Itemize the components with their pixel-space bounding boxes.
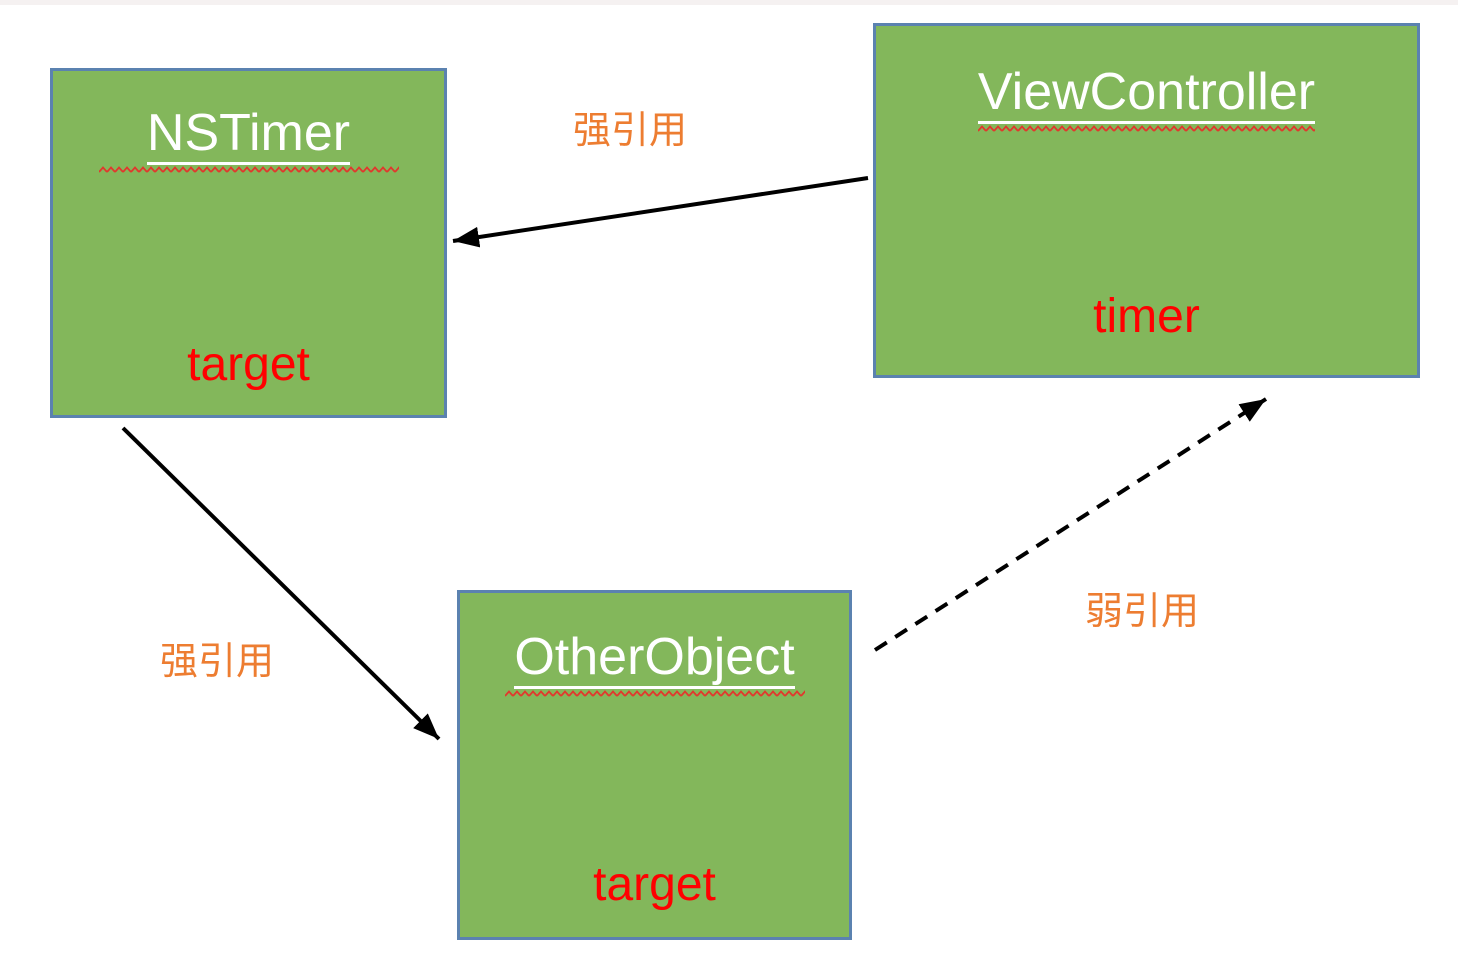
edge-strong-viewcontroller-to-nstimer <box>452 176 869 248</box>
node-nstimer-title-wrap: NSTimer <box>98 107 399 173</box>
spellcheck-squiggle <box>504 690 805 697</box>
node-nstimer-property: target <box>187 338 310 391</box>
edge-label-weak-reference-right: 弱引用 <box>1085 589 1200 633</box>
node-viewcontroller-title: ViewController <box>977 66 1316 124</box>
edge-weak-otherobject-to-viewcontroller <box>873 397 1268 652</box>
node-viewcontroller-property: timer <box>1093 290 1200 343</box>
node-nstimer: NSTimer target <box>50 68 447 418</box>
top-strip-divider <box>0 0 1458 5</box>
node-otherobject-title-wrap: OtherObject <box>504 631 805 697</box>
node-otherobject-property: target <box>593 858 716 911</box>
edge-label-strong-reference-top: 强引用 <box>573 108 688 152</box>
node-viewcontroller: ViewController timer <box>873 23 1420 378</box>
edge-label-strong-reference-left: 强引用 <box>160 639 275 683</box>
spellcheck-squiggle <box>98 166 399 173</box>
spellcheck-squiggle <box>977 125 1316 132</box>
edge-strong-nstimer-to-otherobject <box>121 426 441 741</box>
node-viewcontroller-title-wrap: ViewController <box>977 66 1316 132</box>
node-otherobject: OtherObject target <box>457 590 852 940</box>
node-otherobject-title: OtherObject <box>514 631 795 689</box>
node-nstimer-title: NSTimer <box>146 107 351 165</box>
